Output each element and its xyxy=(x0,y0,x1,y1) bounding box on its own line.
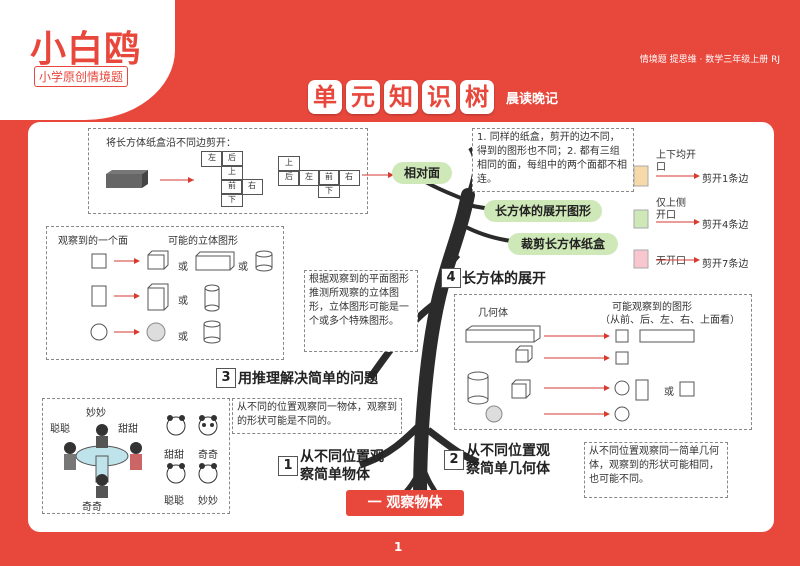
net1-face-right: 右 xyxy=(241,179,263,195)
net1-face-bottom: 下 xyxy=(221,193,243,207)
section-4-title: 长方体的展开 xyxy=(462,271,546,287)
section-2-title-line1: 从不同位置观 xyxy=(466,443,550,459)
geometry-diagram xyxy=(465,325,695,423)
opening-1-result: 剪开1条边 xyxy=(702,174,749,185)
net1-face-left: 左 xyxy=(201,151,223,167)
section-1-title-line1: 从不同位置观 xyxy=(300,449,384,465)
title-char-4: 识 xyxy=(422,80,456,114)
net2-face-bottom: 下 xyxy=(318,184,340,198)
geometry-left-head: 几何体 xyxy=(478,308,508,319)
or-label: 或 xyxy=(178,262,188,273)
cuboid-icon xyxy=(106,170,194,188)
section-2-number: 2 xyxy=(444,450,464,470)
scene-bottom-name: 奇奇 xyxy=(82,502,102,513)
shapes-panel xyxy=(46,226,284,360)
shapes-col1-head: 观察到的一个面 xyxy=(58,236,128,247)
series-label: 情境题 提思维 · 数学三年级上册 RJ xyxy=(639,55,780,65)
opening-arrows xyxy=(656,173,700,263)
opening-3-result: 剪开7条边 xyxy=(702,259,749,270)
page-subtitle: 晨读晚记 xyxy=(506,92,559,107)
logo: 小白鸥 xyxy=(30,29,142,70)
net1-face-back: 后 xyxy=(221,151,243,167)
net2-face-front: 前 xyxy=(318,170,340,186)
section-2-title-line2: 察简单几何体 xyxy=(466,461,550,477)
leaf-relative-faces: 相对面 xyxy=(392,162,452,184)
page-number: 1 xyxy=(394,540,403,554)
scene-illustration xyxy=(64,424,142,498)
net2-face-right: 右 xyxy=(338,170,360,186)
section-1-title-line2: 察简单物体 xyxy=(300,467,370,483)
net1-face-front: 前 xyxy=(221,179,243,195)
opening-2-result: 剪开4条边 xyxy=(702,220,749,231)
opening-3-label: 无开口 xyxy=(656,256,686,267)
panda-views-bottom xyxy=(166,463,218,484)
geometry-right-sub: （从前、后、左、右、上面看） xyxy=(600,315,740,326)
or-label: 或 xyxy=(178,296,188,307)
scene-left-name: 聪聪 xyxy=(50,424,70,435)
panda-view-3-name: 聪聪 xyxy=(164,496,184,507)
scene-right-name: 甜甜 xyxy=(118,424,138,435)
title-char-2: 元 xyxy=(346,80,380,114)
geometry-panel xyxy=(454,294,752,430)
or-label: 或 xyxy=(238,262,248,273)
net1-face-top: 上 xyxy=(221,165,243,181)
panda-view-1-name: 甜甜 xyxy=(164,450,184,461)
face-solid-diagram xyxy=(90,250,273,344)
opening-2-label: 仅上侧开口 xyxy=(656,198,686,221)
net2-face-top: 上 xyxy=(278,156,300,172)
or-label: 或 xyxy=(664,387,674,398)
logo-subtitle: 小学原创情境题 xyxy=(34,66,129,87)
section-3-title: 用推理解决简单的问题 xyxy=(238,371,378,387)
leaf-net: 长方体的展开图形 xyxy=(484,200,602,222)
title-char-3: 知 xyxy=(384,80,418,114)
or-label: 或 xyxy=(178,332,188,343)
relative-faces-note: 1. 同样的纸盒，剪开的边不同，得到的图形也不同；2. 都有三组相同的面，每组中… xyxy=(472,128,634,192)
title-char-5: 树 xyxy=(460,80,494,114)
shapes-col2-head: 可能的立体图形 xyxy=(168,236,238,247)
net2-face-left: 左 xyxy=(298,170,320,186)
opening-1-label: 上下均开口 xyxy=(656,150,696,173)
arrow-icon xyxy=(362,172,394,178)
panda-view-2-name: 奇奇 xyxy=(198,450,218,461)
title-char-1: 单 xyxy=(308,80,342,114)
panda-view-4-name: 妙妙 xyxy=(198,496,218,507)
scene-top-name: 妙妙 xyxy=(86,408,106,419)
root-topic: 一 观察物体 xyxy=(346,490,464,516)
leaf-cut-box: 裁剪长方体纸盒 xyxy=(508,233,618,255)
net2-face-back: 后 xyxy=(278,170,300,186)
inference-note: 根据观察到的平面图形推测所观察的立体图形，立体图形可能是一个或多个特殊图形。 xyxy=(304,270,418,352)
panda-views-top xyxy=(166,415,218,436)
section-3-number: 3 xyxy=(216,368,236,388)
net-caption: 将长方体纸盒沿不同边剪开： xyxy=(106,138,236,149)
logo-background xyxy=(0,0,175,120)
geometry-right-head: 可能观察到的图形 xyxy=(612,302,692,313)
geometry-note: 从不同位置观察同一简单几何体，观察到的形状可能相同，也可能不同。 xyxy=(584,442,728,498)
observe-note: 从不同的位置观察同一物体，观察到的形状可能是不同的。 xyxy=(232,398,402,434)
box-types-icon xyxy=(633,165,649,269)
section-4-number: 4 xyxy=(441,268,461,288)
section-1-number: 1 xyxy=(278,456,298,476)
